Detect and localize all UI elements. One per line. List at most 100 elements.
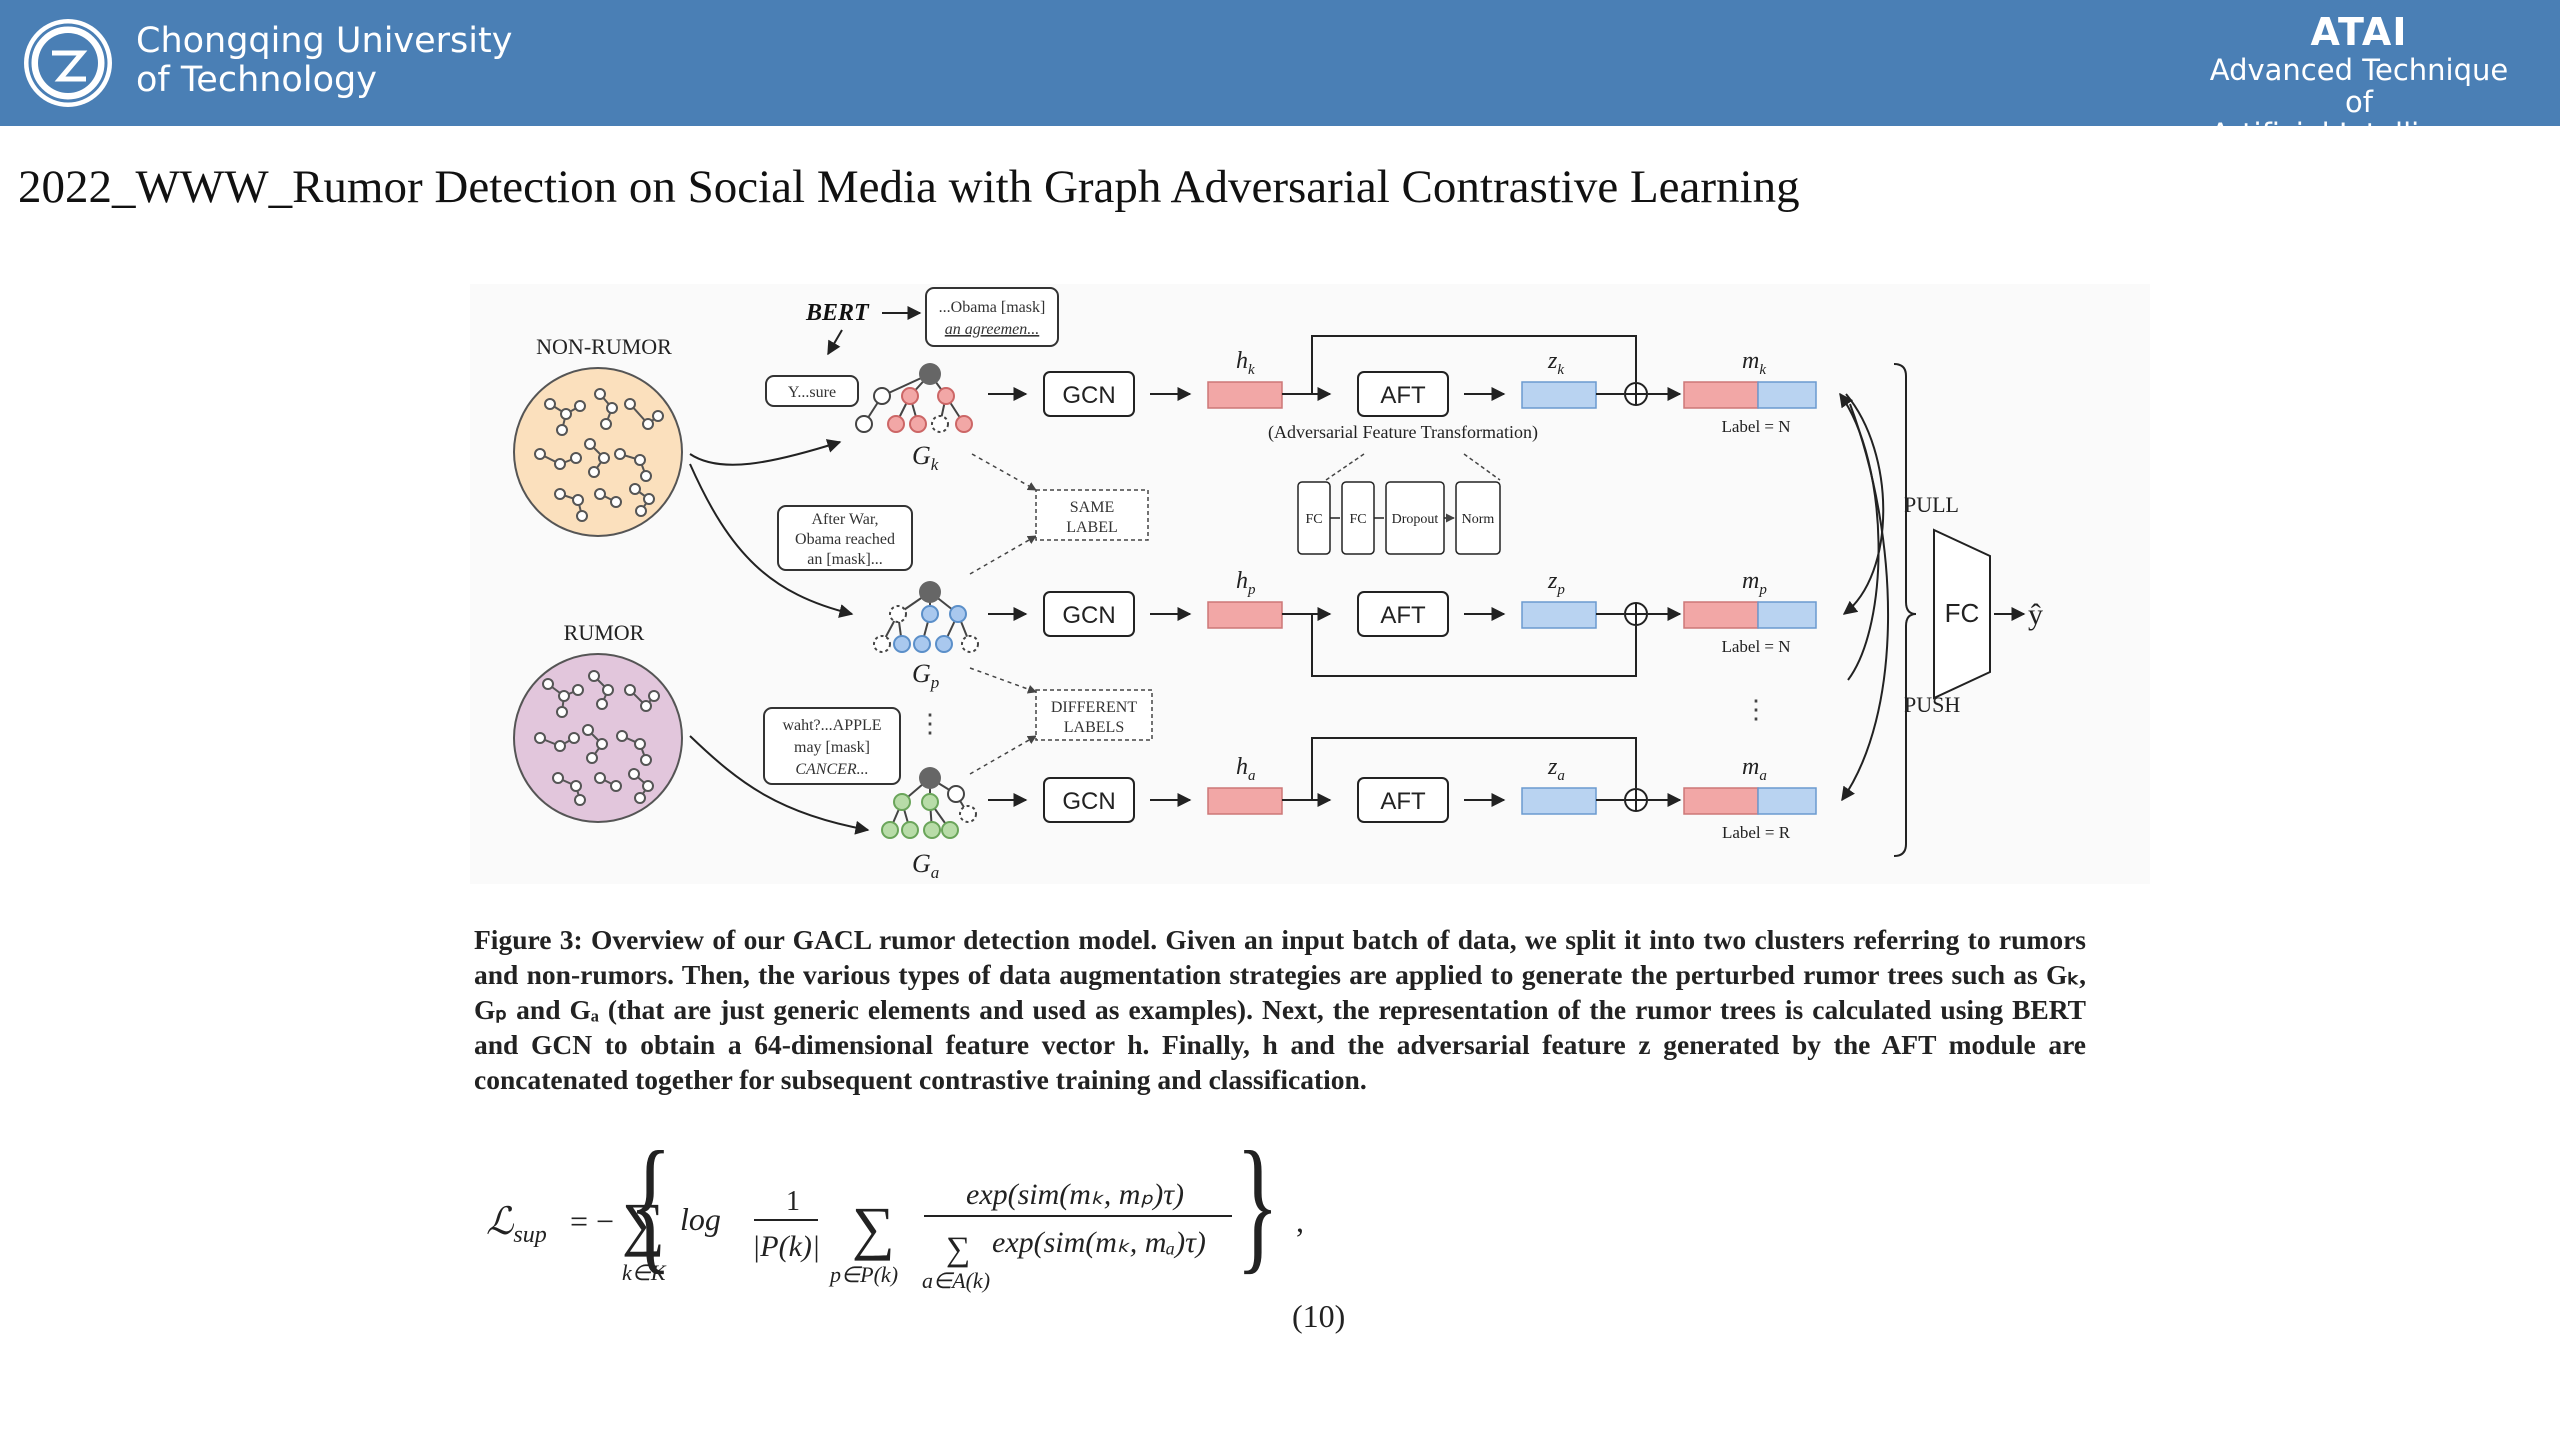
h-p-label: hp xyxy=(1236,568,1256,598)
h-a-label: ha xyxy=(1236,754,1256,784)
eq-sum-k: ∑ xyxy=(622,1191,665,1257)
atai-logo-text: ATAI xyxy=(2310,10,2408,54)
m-p-label: mp xyxy=(1742,568,1767,598)
bubble-mid xyxy=(777,505,913,571)
different-labels-box xyxy=(1035,689,1153,741)
aft-label-a: AFT xyxy=(1380,788,1426,815)
gacl-model-figure: NON-RUMOR RUMOR BERT ...Obama [mask] xyxy=(470,284,2150,884)
grouping-brace xyxy=(1893,363,1917,857)
figure-background xyxy=(470,284,2150,884)
eq-equals: = − xyxy=(570,1203,614,1239)
aft-box-k xyxy=(1357,371,1449,417)
aft-internal-modules: FC FC Dropout Norm xyxy=(1297,481,1501,555)
aft-dropout: Dropout xyxy=(1392,512,1439,527)
aft-box-p xyxy=(1357,591,1449,637)
aft-description: (Adversarial Feature Transformation) xyxy=(1268,422,1538,443)
m-vector-a-h xyxy=(1683,787,1759,815)
eq-sum-p-sub: p∈P(k) xyxy=(828,1262,898,1287)
tree-gp: Gp xyxy=(873,581,979,692)
loss-equation: ℒsup = − ∑ k∈K log { 1 |P(k)| ∑ p∈P(k) e… xyxy=(486,1148,1304,1293)
eq-sum-p: ∑ xyxy=(852,1195,895,1261)
z-a-label: za xyxy=(1547,754,1565,784)
bubble-bot-line3: CANCER... xyxy=(795,761,868,778)
university-name-line1: Chongqing University xyxy=(136,21,513,61)
bubble-small-text: Y...sure xyxy=(788,384,836,401)
slide-title: 2022_WWW_Rumor Detection on Social Media… xyxy=(18,161,1800,213)
eq-comma: , xyxy=(1296,1203,1304,1239)
m-vector-p-z xyxy=(1757,601,1817,629)
m-vector-k-z xyxy=(1757,381,1817,409)
university-name-line2: of Technology xyxy=(136,60,377,100)
fc-classifier-box xyxy=(1933,528,1991,700)
bert-arrow-down xyxy=(827,329,843,356)
eq-left-brace: { xyxy=(629,1148,672,1287)
push-label: PUSH xyxy=(1904,692,1960,717)
rumor-nodes xyxy=(534,670,660,806)
m-vector-a-z xyxy=(1757,787,1817,815)
same-label-line1: SAME xyxy=(1070,499,1114,516)
eq-sum-a-sub: a∈A(k) xyxy=(922,1268,990,1293)
bubble-bot xyxy=(763,707,901,785)
bubble-top xyxy=(925,287,1059,347)
same-label-line2: LABEL xyxy=(1066,519,1118,536)
equation-number: (10) xyxy=(1292,1298,1346,1334)
aft-label-k: AFT xyxy=(1380,382,1426,409)
z-vector-p xyxy=(1521,601,1597,629)
z-vector-a xyxy=(1521,787,1597,815)
non-rumor-nodes xyxy=(534,388,664,522)
ga-label: Ga xyxy=(912,849,939,882)
bubble-bot-line2: may [mask] xyxy=(794,739,870,756)
aft-label-p: AFT xyxy=(1380,602,1426,629)
aft-box-a xyxy=(1357,777,1449,823)
bubble-top-line2: an agreemen... xyxy=(945,321,1040,338)
tree-vertical-dots: ⋮ xyxy=(917,709,943,738)
gcn-box-p xyxy=(1043,591,1135,637)
pipeline-row-p: GCN hp AFT zp mp Label = N xyxy=(988,568,1817,677)
same-label-box xyxy=(1035,489,1149,541)
flow-arrow-to-ga xyxy=(689,735,870,835)
eq-log: log xyxy=(680,1201,721,1237)
eq-sum-a: ∑ xyxy=(946,1231,970,1268)
pull-label: PULL xyxy=(1904,492,1959,517)
bubble-bot-line1: waht?...APPLE xyxy=(782,717,881,734)
bubble-mid-line2: Obama reached xyxy=(795,531,895,548)
z-k-label: zk xyxy=(1547,348,1564,378)
bubble-top-line1: ...Obama [mask] xyxy=(939,299,1046,316)
m-a-label: ma xyxy=(1742,754,1767,784)
gcn-box-k xyxy=(1043,371,1135,417)
aft-fc1: FC xyxy=(1305,512,1322,527)
push-arrow xyxy=(1841,403,1890,802)
fc-label: FC xyxy=(1945,598,1980,628)
label-r-a: Label = R xyxy=(1722,823,1791,842)
bubble-small xyxy=(765,375,859,407)
bubble-mid-line1: After War, xyxy=(811,511,878,528)
z-p-label: zp xyxy=(1547,568,1565,598)
different-labels-line2: LABELS xyxy=(1064,719,1124,736)
atai-subtitle-line1: Advanced Technique of xyxy=(2209,53,2509,119)
label-n-p: Label = N xyxy=(1721,637,1790,656)
different-labels-line1: DIFFERENT xyxy=(1051,699,1137,716)
university-name: Chongqing University of Technology xyxy=(136,22,512,100)
bert-label: BERT xyxy=(805,300,870,326)
h-vector-k xyxy=(1207,381,1283,409)
atai-brand: ATAI Advanced Technique of Artificial In… xyxy=(2194,10,2524,150)
non-rumor-label: NON-RUMOR xyxy=(536,334,672,359)
gp-label: Gp xyxy=(912,659,939,692)
bubble-mid-line3: an [mask]... xyxy=(807,551,883,568)
header-bar: Chongqing University of Technology ATAI … xyxy=(0,0,2560,150)
gcn-label-a: GCN xyxy=(1062,788,1115,815)
tree-ga: Ga xyxy=(881,767,977,882)
rumor-label: RUMOR xyxy=(564,620,645,645)
eq-one: 1 xyxy=(786,1186,800,1217)
m-vector-p-h xyxy=(1683,601,1759,629)
eq-denominator: exp(sim(mₖ, mₐ)τ) xyxy=(992,1226,1206,1259)
yhat-label: ŷ xyxy=(2028,598,2043,631)
gcn-label-k: GCN xyxy=(1062,382,1115,409)
aft-norm: Norm xyxy=(1462,512,1495,527)
h-vector-a xyxy=(1207,787,1283,815)
tree-gk: Gk xyxy=(855,363,973,474)
different-labels-link-top xyxy=(969,667,1037,694)
gcn-box-a xyxy=(1043,777,1135,823)
aft-expand-lines xyxy=(1325,453,1501,481)
figure-caption: Figure 3: Overview of our GACL rumor det… xyxy=(474,924,2086,1095)
